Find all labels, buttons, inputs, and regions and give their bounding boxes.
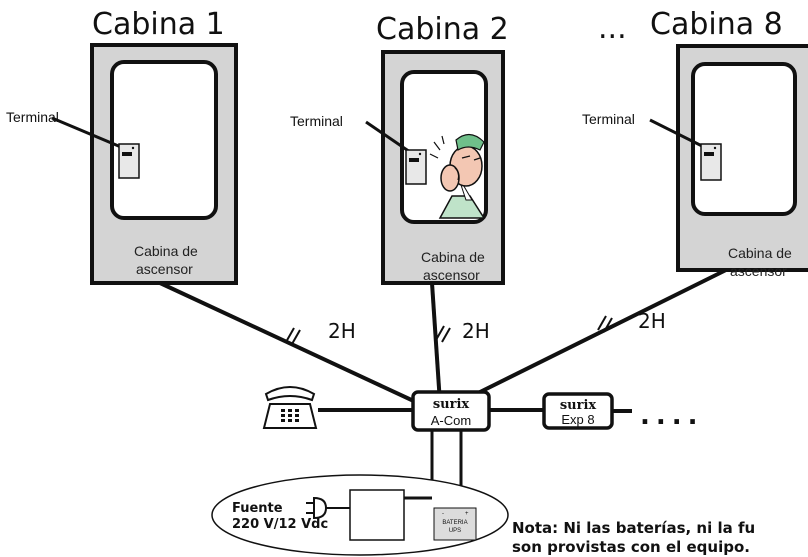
- cabin-1-label-line2: ascensor: [136, 261, 193, 277]
- cabin-1-terminal-pointer: [51, 116, 129, 152]
- cabin-8-label-line2: ascensor: [730, 263, 787, 279]
- psu-label-line1: Fuente: [232, 501, 283, 516]
- exp8-brand: surix: [560, 398, 597, 413]
- cabin-1-title: Cabina 1: [92, 7, 225, 42]
- wire-markers: [285, 315, 613, 345]
- wire-cabin-8: [471, 268, 727, 398]
- cabin-8-door: [691, 62, 797, 216]
- terminal-icon: [405, 149, 427, 185]
- cabin-8-title: Cabina 8: [650, 7, 783, 42]
- cabin-8-terminal-pointer: [649, 118, 707, 150]
- battery-label-line2: UPS: [449, 528, 461, 534]
- battery-plus: +: [465, 511, 469, 517]
- cabin-2-title: Cabina 2: [376, 12, 509, 47]
- cabin-1: Terminal Cabina de ascensor: [6, 43, 238, 285]
- person-icon: [429, 133, 486, 219]
- cabin-8-wire-label: 2H: [638, 309, 666, 333]
- cabin-1-terminal-label: Terminal: [6, 109, 59, 125]
- power-plug-icon: [306, 496, 350, 520]
- acom-unit: surix A-Com: [411, 390, 491, 432]
- acom-brand: surix: [433, 397, 470, 412]
- battery-box: [433, 507, 477, 541]
- cabin-2-terminal-pointer: [365, 120, 411, 154]
- cabin-ellipsis: ...: [598, 11, 627, 46]
- exp8-unit: surix Exp 8: [542, 392, 614, 430]
- acom-model: A-Com: [431, 413, 471, 428]
- wire-cabin-2: [430, 282, 442, 404]
- cabin-1-wire-label: 2H: [328, 319, 356, 343]
- cabin-2-label-line2: ascensor: [423, 267, 480, 283]
- cabin-8-terminal-label: Terminal: [582, 111, 635, 127]
- note-line1: Nota: Ni las baterías, ni la fu: [512, 519, 755, 537]
- cabin-2-wire-label: 2H: [462, 319, 490, 343]
- cabin-2: Cabina de ascensor Terminal: [290, 50, 505, 285]
- wires: [159, 268, 727, 508]
- cabin-1-label-line1: Cabina de: [134, 243, 198, 259]
- terminal-icon: [700, 143, 722, 181]
- note-line2: son provistas con el equipo.: [512, 538, 750, 556]
- cabin-1-door: [110, 60, 218, 220]
- terminal-icon: [118, 143, 140, 179]
- chain-ellipsis: ....: [640, 401, 704, 431]
- psu-label-line2: 220 V/12 Vdc: [232, 517, 328, 532]
- battery-label-line1: BATERIA: [442, 520, 467, 526]
- cabin-2-label-line1: Cabina de: [421, 249, 485, 265]
- power-supply-group: Fuente 220 V/12 Vdc - + BATERIA UPS: [211, 474, 509, 556]
- cabin-2-terminal-label: Terminal: [290, 113, 343, 129]
- wire-cabin-1: [159, 281, 419, 405]
- cabin-8-label-line1: Cabina de: [728, 245, 792, 261]
- cabin-8: Terminal Cabina de ascensor: [582, 44, 808, 279]
- telephone-icon: [262, 386, 318, 429]
- psu-box: [349, 489, 405, 541]
- exp8-model: Exp 8: [561, 412, 594, 427]
- battery-minus: -: [442, 511, 444, 517]
